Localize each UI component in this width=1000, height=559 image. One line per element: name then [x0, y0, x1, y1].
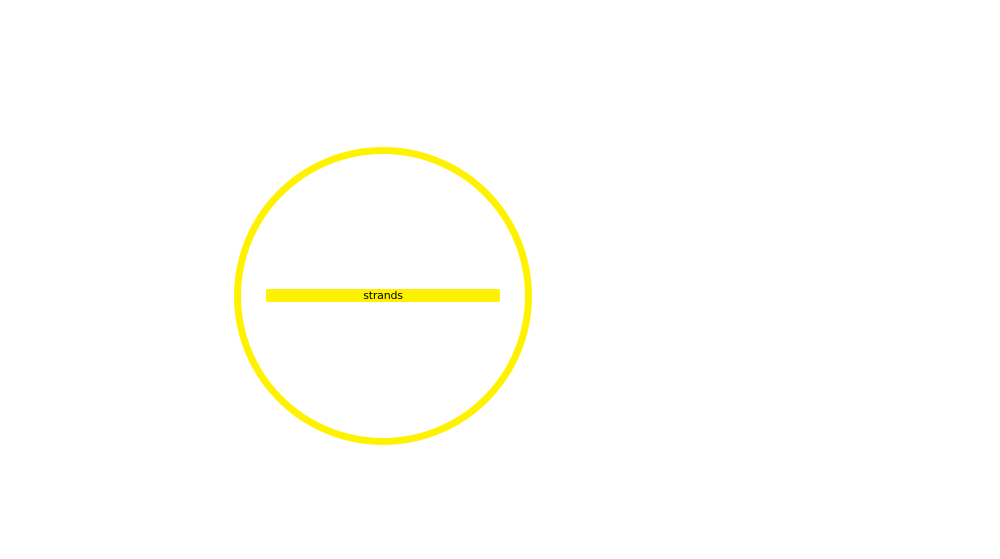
node-label-bar[interactable]: strands: [266, 289, 500, 302]
node-circle[interactable]: [234, 147, 532, 445]
node-label: strands: [363, 289, 403, 302]
